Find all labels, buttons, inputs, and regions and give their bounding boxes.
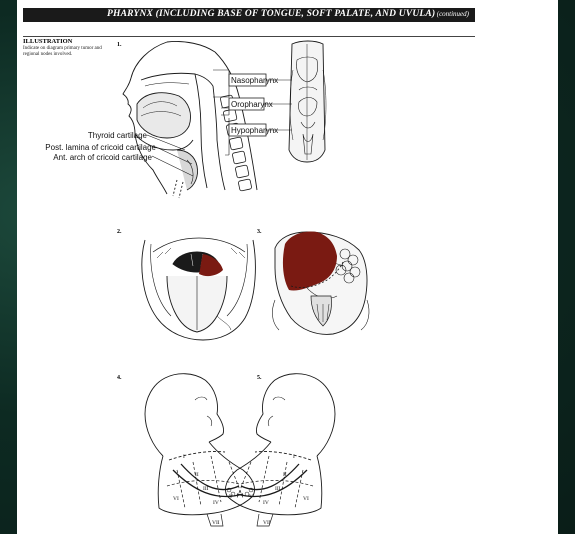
svg-text:III: III: [203, 486, 209, 492]
structure-thyroid-cartilage: Thyroid cartilage: [88, 131, 148, 140]
document-page: PHARYNX (INCLUDING BASE OF TONGUE, SOFT …: [17, 0, 558, 534]
svg-text:I: I: [293, 454, 295, 460]
svg-text:VI: VI: [303, 496, 309, 502]
svg-text:VI: VI: [173, 496, 179, 502]
figure-5-neck-lymph-levels: [225, 374, 335, 526]
svg-text:VII: VII: [212, 520, 220, 526]
svg-text:V: V: [249, 494, 253, 500]
figure-1-sagittal-head: [123, 41, 326, 198]
structure-ant-arch: Ant. arch of cricoid cartilage: [53, 153, 152, 162]
structure-post-lamina: Post. lamina of cricoid cartilage: [45, 143, 156, 152]
svg-text:II: II: [283, 472, 287, 478]
svg-text:IV: IV: [263, 500, 269, 506]
tumor-region-fig2: [199, 254, 223, 276]
region-nasopharynx: Nasopharynx: [231, 76, 278, 85]
region-oropharynx: Oropharynx: [231, 100, 273, 109]
svg-text:I: I: [183, 454, 185, 460]
figure-4-neck-lymph-levels: [145, 374, 255, 526]
svg-text:III: III: [275, 486, 281, 492]
svg-text:II: II: [195, 472, 199, 478]
region-hypopharynx: Hypopharynx: [231, 126, 278, 135]
svg-text:IV: IV: [213, 500, 219, 506]
illustrations: Nasopharynx Oropharynx Hypopharynx Thyro…: [17, 0, 558, 534]
figure-2-oral-cavity: [142, 238, 256, 340]
svg-text:VII: VII: [263, 520, 271, 526]
